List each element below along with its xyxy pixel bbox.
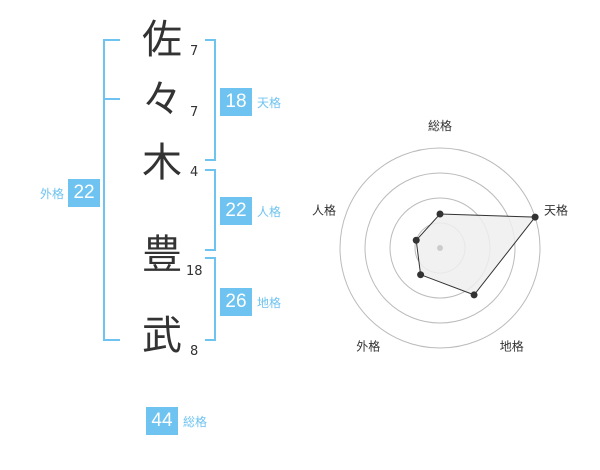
radar-area: [415, 213, 537, 296]
stroke-count-4: 18: [186, 264, 203, 279]
radar-axis-label-2: 地格: [500, 339, 524, 354]
radar-point-0: [436, 210, 444, 218]
radar-points: [412, 210, 539, 299]
radar-center-point: [437, 245, 443, 251]
stroke-count-3: 4: [190, 165, 199, 180]
tenkaku-value: 18: [220, 88, 252, 116]
name-char-2: 々: [142, 77, 182, 123]
name-char-4: 豊: [142, 232, 182, 278]
chikaku-value: 26: [220, 288, 252, 316]
radar-point-1: [531, 213, 539, 221]
stroke-count-5: 8: [190, 344, 199, 359]
radar-axis-label-4: 人格: [312, 202, 336, 217]
name-char-1: 佐: [142, 17, 182, 63]
name-char-3: 木: [142, 140, 182, 186]
radar-point-3: [417, 271, 425, 279]
radar-point-4: [412, 236, 420, 244]
gaikaku-value: 22: [68, 179, 101, 207]
gaikaku-badge: 外格 22: [40, 179, 101, 207]
radar-point-2: [470, 291, 478, 299]
gaikaku-label: 外格: [40, 186, 65, 201]
bracket-lines: [103, 39, 216, 341]
radar-axis-label-1: 天格: [544, 202, 568, 217]
jinkaku-value: 22: [220, 197, 252, 225]
radar-axis-label-0: 総格: [428, 118, 452, 133]
jinkaku-label: 人格: [257, 204, 282, 219]
soukaku-label: 総格: [183, 414, 208, 429]
soukaku-value: 44: [146, 407, 178, 435]
radar-ring-3: [364, 172, 516, 324]
stroke-count-2: 7: [190, 105, 199, 120]
radar-ring-4: [339, 147, 541, 349]
stroke-count-1: 7: [190, 44, 199, 59]
chikaku-badge: 26 地格: [220, 288, 281, 316]
chikaku-label: 地格: [257, 295, 282, 310]
radar-axis-label-3: 外格: [356, 339, 380, 354]
tenkaku-label: 天格: [257, 95, 282, 110]
name-char-5: 武: [142, 313, 182, 359]
soukaku-badge: 44 総格: [146, 407, 207, 435]
tenkaku-badge: 18 天格: [220, 88, 281, 116]
jinkaku-badge: 22 人格: [220, 197, 281, 225]
